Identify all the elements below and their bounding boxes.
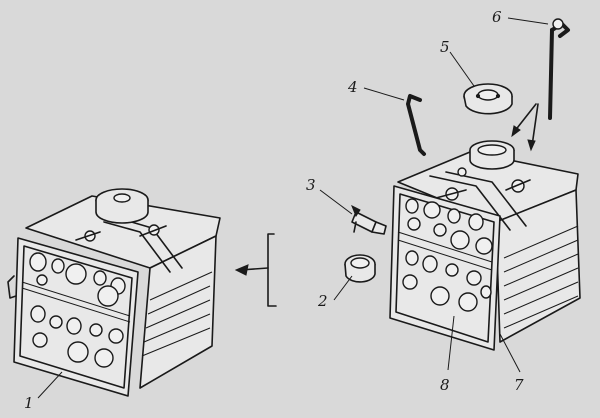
part-5-filter-cap — [449, 51, 513, 115]
front-panel — [389, 185, 501, 351]
arrow-head — [234, 264, 249, 276]
tank-housing — [397, 140, 581, 343]
callout-7: 7 — [514, 376, 524, 394]
exploded-bracket — [267, 233, 277, 307]
assembled-side-face — [139, 235, 217, 389]
callout-5: 5 — [440, 38, 450, 56]
assembled-top-face — [25, 195, 221, 269]
leader-3 — [319, 189, 353, 215]
part-4-tube — [363, 87, 426, 156]
leader-8 — [447, 315, 455, 371]
leader-2 — [333, 275, 353, 301]
assembled-front-divider — [21, 281, 131, 317]
pointer-arrow-a — [513, 103, 537, 133]
part-2-cap — [344, 254, 376, 283]
leader-7 — [499, 333, 521, 373]
callout-8: 8 — [440, 376, 450, 394]
callout-3: 3 — [306, 176, 316, 194]
front-panel-frame — [389, 185, 501, 351]
callout-2: 2 — [317, 292, 328, 310]
part-6-vent-pipe — [507, 17, 570, 120]
leader-1 — [37, 371, 63, 399]
assembly-arrow — [234, 233, 277, 307]
callout-6: 6 — [492, 8, 502, 26]
callout-1: 1 — [24, 394, 34, 412]
callout-4: 4 — [347, 78, 358, 96]
assembled-front-inner — [19, 245, 133, 389]
pointer-arrow-b — [531, 103, 539, 147]
part-3-valve — [351, 204, 387, 235]
assembled-unit — [7, 188, 221, 397]
